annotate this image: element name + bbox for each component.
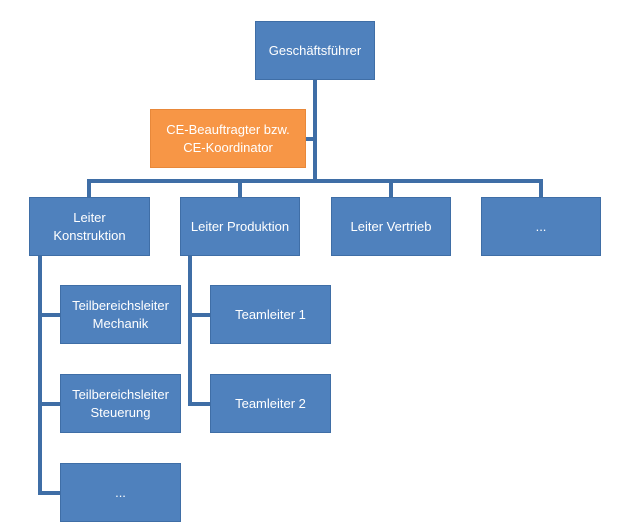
konstruktion-sub-box-more: ...	[60, 463, 181, 522]
produktion-sub-label-team2: Teamleiter 2	[235, 395, 306, 411]
head-label-more: ...	[535, 218, 547, 234]
head-label-produktion: Leiter Produktion	[190, 218, 290, 234]
konstruktion-sub-label-more: ...	[115, 484, 126, 500]
konstruktion-sub-box-mechanik: Teilbereichsleiter Mechanik	[60, 285, 181, 344]
konstruktion-sub-label-mechanik: Teilbereichsleiter Mechanik	[72, 297, 169, 331]
head-box-vertrieb: Leiter Vertrieb	[331, 197, 451, 256]
konstruktion-sub-box-steuerung: Teilbereichsleiter Steuerung	[60, 374, 181, 433]
ceo-box: Geschäftsführer	[255, 21, 375, 80]
produktion-sub-box-team1: Teamleiter 1	[210, 285, 331, 344]
produktion-sub-box-team2: Teamleiter 2	[210, 374, 331, 433]
head-label-vertrieb: Leiter Vertrieb	[350, 218, 432, 234]
produktion-sub-label-team1: Teamleiter 1	[235, 306, 306, 322]
head-box-produktion: Leiter Produktion	[180, 197, 300, 256]
head-label-konstruktion: Leiter Konstruktion	[53, 209, 126, 243]
staff-position-label: CE-Beauftragter bzw. CE-Koordinator	[166, 121, 290, 155]
ceo-label: Geschäftsführer	[268, 42, 362, 58]
staff-position-box: CE-Beauftragter bzw. CE-Koordinator	[150, 109, 306, 168]
konstruktion-sub-label-steuerung: Teilbereichsleiter Steuerung	[72, 386, 169, 420]
head-box-konstruktion: Leiter Konstruktion	[29, 197, 150, 256]
head-box-more: ...	[481, 197, 601, 256]
